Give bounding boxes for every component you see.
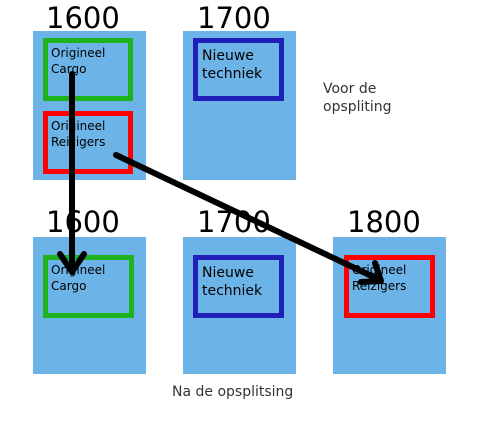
after-passengers-box: Origineel Reizigers bbox=[344, 255, 435, 318]
after-cargo-box: Origineel Cargo bbox=[43, 255, 134, 318]
after-new-technology-box: Nieuwe techniek bbox=[193, 255, 284, 318]
before-label-1600: 1600 bbox=[46, 1, 120, 35]
before-new-technology-box: Nieuwe techniek bbox=[193, 38, 284, 101]
before-passengers-box: Origineel Reizigers bbox=[43, 111, 133, 174]
after-label-1800: 1800 bbox=[347, 205, 421, 239]
before-label-1700: 1700 bbox=[197, 1, 271, 35]
after-label-1700: 1700 bbox=[197, 205, 271, 239]
before-cargo-box: Origineel Cargo bbox=[43, 38, 133, 101]
before-caption: Voor de opspliting bbox=[323, 81, 392, 115]
after-label-1600: 1600 bbox=[46, 205, 120, 239]
after-caption: Na de opsplitsing bbox=[172, 384, 294, 400]
